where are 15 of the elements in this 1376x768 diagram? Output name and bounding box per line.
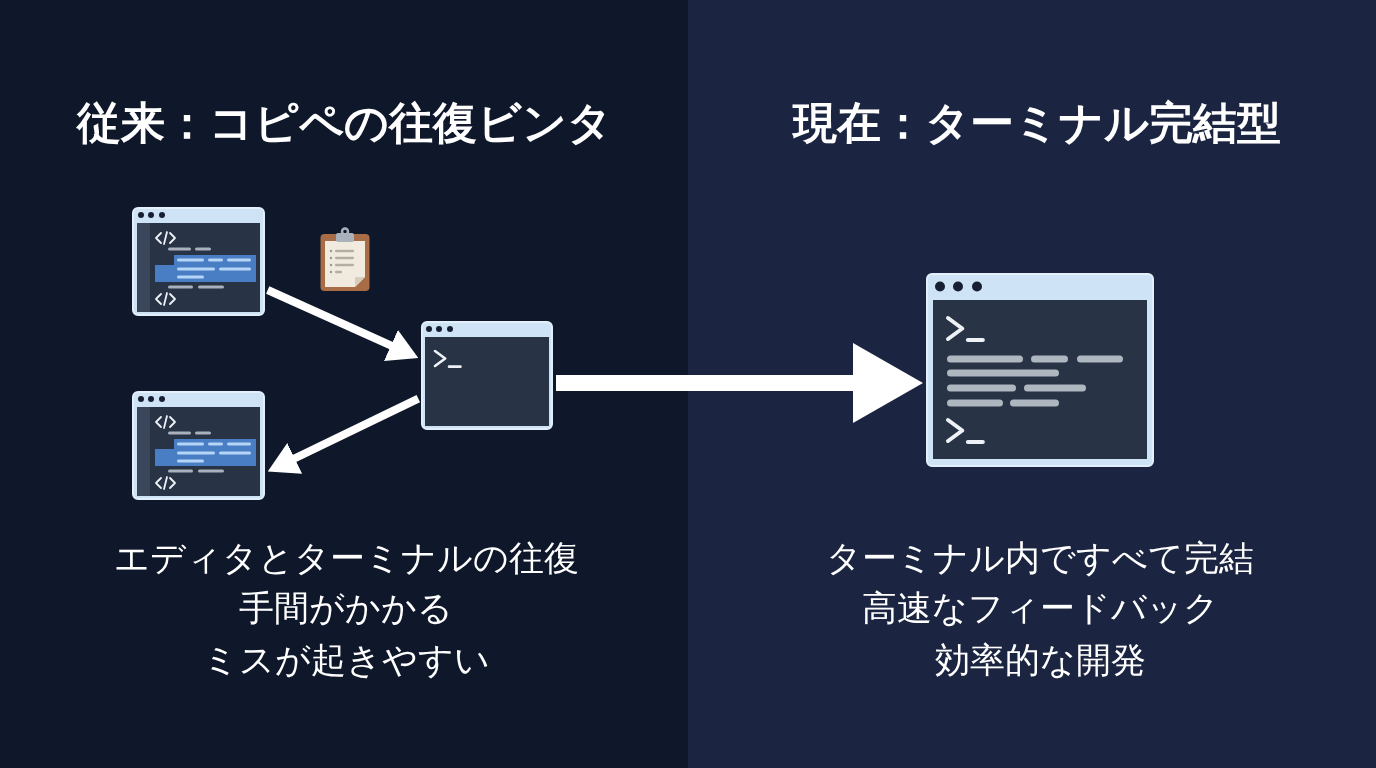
panel-heading: 現在：ターミナル完結型 (793, 97, 1281, 150)
terminal-window (421, 321, 553, 430)
panel-heading: 従来：コピペの往復ビンタ (76, 97, 612, 150)
text-line: 手間がかかる (239, 587, 453, 629)
arrow (266, 286, 419, 362)
text-line: ターミナル内ですべて完結 (826, 537, 1254, 579)
panel (688, 0, 1376, 768)
text-line: 効率的な開発 (934, 639, 1146, 681)
text-line: ミスが起きやすい (202, 639, 490, 681)
arrow (267, 395, 421, 474)
text-line: 高速なフィードバック (861, 587, 1219, 629)
code-editor-window (132, 391, 265, 500)
text-line: エディタとターミナルの往復 (113, 537, 579, 579)
code-editor-window (132, 207, 265, 316)
arrow (556, 343, 923, 423)
